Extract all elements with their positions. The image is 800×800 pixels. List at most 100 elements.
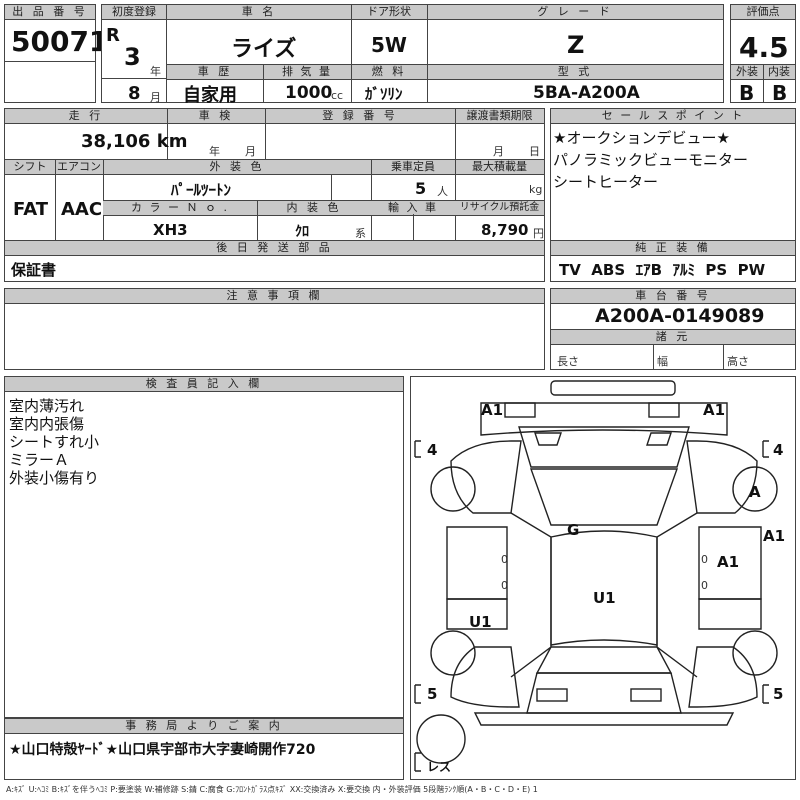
equipment-box: 純 正 装 備 TV ABS ｴｱB ｱﾙﾐ PS PW: [550, 240, 796, 282]
interior-header: 内装: [763, 64, 795, 80]
rear-light-right: [630, 688, 662, 702]
spec-height: 高さ: [727, 355, 749, 368]
a-pillar-left: [510, 512, 552, 678]
hood: [518, 426, 690, 468]
sales-points-header: セ ー ル ス ポ イ ン ト: [551, 109, 795, 124]
inspector-note-2: 室内内張傷: [9, 415, 85, 433]
vehicle-info-box: 車 名 ドア形状 グ レ ー ド ライズ 5W Z 車 歴 排 気 量 燃 料 …: [166, 4, 724, 106]
later-parts: 保証書: [11, 261, 57, 279]
era-label: R: [106, 25, 120, 46]
a-pillar-right: [656, 512, 698, 678]
inspector-box: 検 査 員 記 入 欄 室内薄汚れ 室内内張傷 シートすれ小 ミラーＡ 外装小傷…: [4, 376, 404, 718]
transfer-day-unit: 日: [529, 145, 540, 158]
lot-number-blank: [4, 61, 96, 103]
registration-year: 3: [124, 43, 141, 71]
max-load-header: 最大積載量: [455, 159, 544, 175]
wheel-front-left: [430, 466, 476, 512]
rear-window: [535, 646, 673, 674]
inspector-note-4: ミラーＡ: [9, 451, 70, 469]
sales-point-2: パノラミックビューモニター: [553, 151, 749, 169]
door-type: 5W: [371, 33, 407, 57]
first-registration-box: 初度登録 R 3 年 8 月: [101, 4, 167, 104]
tire-bracket-front-left: [414, 440, 421, 458]
transfer-month-unit: 月: [493, 145, 504, 158]
tire-bracket-rear-left: [414, 684, 421, 704]
lot-number: 50071: [11, 25, 109, 58]
zero-mark-4: 0: [701, 579, 708, 592]
inspector-note-1: 室内薄汚れ: [9, 397, 85, 415]
front-bumper-top: [550, 380, 676, 396]
front-fender-right: [686, 440, 758, 514]
damage-diagram: A1 A1 4 4 A A1 A1 G U1 U1 5 5 レス 0 0 0 0: [410, 376, 796, 780]
score-header: 評価点: [731, 5, 795, 20]
lot-number-box: 出 品 番 号 50071: [4, 4, 108, 62]
mark-door-left-rear: U1: [469, 613, 492, 631]
office-box: 事 務 局 よ り ご 案 内 ★山口特殻ﾔｰﾄﾞ★山口県宇部市大字妻崎開作72…: [4, 718, 404, 780]
wheel-front-right: [732, 466, 778, 512]
front-bumper: [480, 402, 728, 436]
overall-score: 4.5: [739, 31, 789, 64]
year-unit: 年: [150, 65, 161, 78]
displacement-unit: cc: [331, 89, 344, 102]
tire-rear-right: 5: [773, 685, 783, 703]
office-header: 事 務 局 よ り ご 案 内: [5, 719, 403, 734]
sales-points-box: セ ー ル ス ポ イ ン ト ★オークションデビュー★ パノラミックビューモニ…: [550, 108, 796, 241]
mark-fender-right: A1: [763, 527, 785, 545]
notes-box: 注 意 事 項 欄: [4, 288, 545, 370]
rear-fender-left: [450, 646, 520, 708]
rear-fender-right: [688, 646, 758, 708]
reg-no-header: 登 録 番 号: [265, 109, 455, 124]
inspection-month-unit: 月: [245, 145, 256, 158]
fuel-type: ｶﾞｿﾘﾝ: [365, 85, 403, 103]
sales-point-1: ★オークションデビュー★: [553, 129, 730, 147]
rear-light-left: [536, 688, 568, 702]
mark-wheel-front-right: A: [749, 483, 761, 501]
interior-color-header: 内 装 色: [257, 200, 371, 216]
tire-front-left: 4: [427, 441, 437, 459]
mark-roof: U1: [593, 589, 616, 607]
details-table: 走 行 車 検 登 録 番 号 譲渡書類期限 38,106 km 年 月 月 日…: [4, 108, 545, 241]
rear-door-right: [698, 598, 762, 630]
chassis-header: 車 台 番 号: [551, 289, 795, 304]
car-name: ライズ: [231, 37, 297, 62]
car-body-diagram: A1 A1 4 4 A A1 A1 G U1 U1 5 5 レス 0 0 0 0: [414, 380, 785, 774]
inspector-note-5: 外装小傷有り: [9, 469, 100, 487]
inspector-note-3: シートすれ小: [9, 433, 100, 451]
model-code: 5BA-A200A: [533, 83, 640, 103]
mark-windshield: G: [567, 521, 579, 539]
tire-bracket-rear-right: [762, 684, 769, 704]
displacement-header: 排 気 量: [263, 64, 351, 80]
front-light-right: [648, 402, 680, 418]
registration-month: 8: [128, 83, 141, 104]
later-parts-header: 後 日 発 送 部 品: [5, 241, 544, 256]
equipment-header: 純 正 装 備: [551, 241, 795, 256]
interior-color-unit: 系: [355, 227, 366, 240]
zero-mark-2: 0: [501, 579, 508, 592]
office-note: ★山口特殻ﾔｰﾄﾞ★山口県宇部市大字妻崎開作720: [9, 742, 316, 758]
inspection-year-unit: 年: [209, 145, 220, 158]
transfer-doc-header: 譲渡書類期限: [455, 109, 544, 124]
notes-header: 注 意 事 項 欄: [5, 289, 544, 304]
front-door-left: [446, 526, 508, 600]
color-header: 外 装 色: [103, 159, 371, 175]
capacity-unit: 人: [437, 185, 448, 198]
exterior-rating: B: [739, 81, 755, 105]
front-fender-left: [450, 440, 522, 514]
specs-header: 諸 元: [551, 329, 795, 345]
spare-tire: [416, 714, 466, 764]
recycle-header: リサイクル預託金: [455, 200, 544, 216]
legend: A:ｷｽﾞ U:ﾍｺﾐ B:ｷｽﾞを伴うﾍｺﾐ P:要塗装 W:補修跡 S:錆 …: [6, 785, 538, 794]
score-box: 評価点 4.5 外装 内装 B B: [730, 4, 796, 105]
shift-header: シフト: [5, 159, 55, 175]
model-code-header: 型 式: [427, 64, 723, 80]
mark-door-right: A1: [717, 553, 739, 571]
grade-header: グ レ ー ド: [427, 5, 723, 20]
front-light-left: [504, 402, 536, 418]
load-unit: kg: [529, 183, 543, 196]
aircon-type: AAC: [61, 199, 103, 220]
fuel-header: 燃 料: [351, 64, 427, 80]
spec-length: 長さ: [557, 355, 579, 368]
rear-bumper: [473, 712, 735, 726]
standard-equipment: TV ABS ｴｱB ｱﾙﾐ PS PW: [559, 261, 766, 279]
recycle-unit: 円: [533, 227, 544, 240]
